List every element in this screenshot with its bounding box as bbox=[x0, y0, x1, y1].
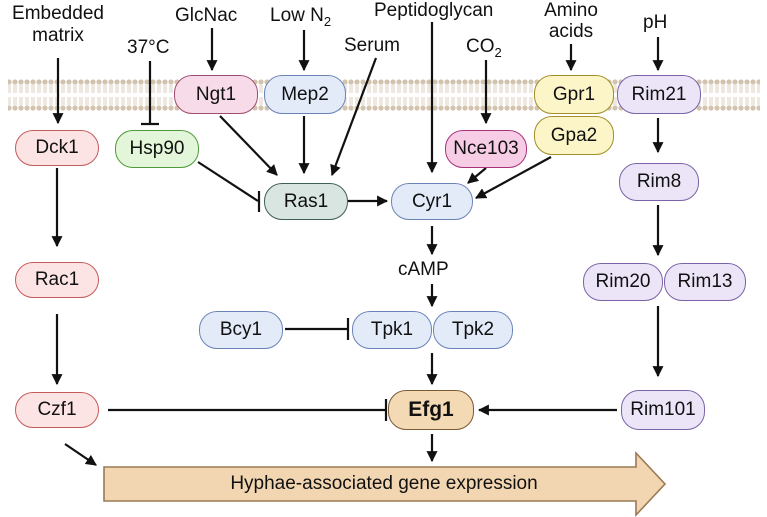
node-dck1: Dck1 bbox=[15, 130, 99, 166]
node-ngt1: Ngt1 bbox=[174, 75, 258, 114]
node-mep2: Mep2 bbox=[264, 75, 346, 114]
edge-czf1-output bbox=[64, 443, 97, 466]
stimulus-low-n2: Low N2 bbox=[270, 5, 331, 33]
node-hsp90-label: Hsp90 bbox=[129, 138, 185, 159]
stimulus-serum: Serum bbox=[344, 35, 400, 56]
node-tpk2: Tpk2 bbox=[433, 311, 513, 349]
node-gpa2-label: Gpa2 bbox=[550, 124, 598, 146]
node-dck1-label: Dck1 bbox=[35, 137, 79, 158]
node-rim8-label: Rim8 bbox=[636, 171, 682, 192]
stimulus-peptidoglycan: Peptidoglycan bbox=[374, 0, 494, 21]
node-mep2-label: Mep2 bbox=[281, 83, 329, 105]
co2-subscript: 2 bbox=[494, 44, 502, 60]
node-rim20-label: Rim20 bbox=[595, 271, 651, 292]
node-rim101-label: Rim101 bbox=[630, 399, 696, 420]
node-bcy1-label: Bcy1 bbox=[219, 319, 263, 340]
stimulus-amino-acids: Amino acids bbox=[544, 0, 598, 42]
output-banner-label: Hyphae-associated gene expression bbox=[230, 473, 538, 494]
node-tpk2-label: Tpk2 bbox=[451, 319, 495, 340]
edge-serum-ras1 bbox=[330, 57, 378, 177]
node-rac1-label: Rac1 bbox=[34, 269, 80, 290]
node-rim101: Rim101 bbox=[621, 390, 705, 430]
node-ras1: Ras1 bbox=[264, 183, 348, 220]
node-nce103: Nce103 bbox=[445, 130, 527, 168]
co2-text: CO bbox=[466, 36, 495, 57]
node-rim13: Rim13 bbox=[664, 263, 746, 301]
node-hsp90: Hsp90 bbox=[115, 130, 199, 168]
node-rim8: Rim8 bbox=[619, 163, 699, 201]
node-czf1-label: Czf1 bbox=[37, 399, 77, 420]
edge-ngt1-ras1 bbox=[219, 115, 278, 176]
edge-nce103-cyr1 bbox=[467, 167, 487, 184]
node-rim21-label: Rim21 bbox=[631, 83, 687, 105]
node-czf1: Czf1 bbox=[15, 392, 99, 428]
node-gpa2: Gpa2 bbox=[534, 116, 614, 155]
stimulus-37c: 37°C bbox=[127, 37, 170, 58]
low-n2-subscript: 2 bbox=[323, 13, 332, 29]
node-rim20: Rim20 bbox=[583, 263, 663, 301]
low-n2-text: Low N bbox=[270, 5, 324, 26]
label-camp: cAMP bbox=[398, 259, 449, 280]
node-ngt1-label: Ngt1 bbox=[195, 83, 237, 105]
node-gpr1: Gpr1 bbox=[534, 75, 614, 114]
node-efg1-label: Efg1 bbox=[408, 398, 454, 421]
node-ras1-label: Ras1 bbox=[283, 190, 329, 212]
node-rim21: Rim21 bbox=[617, 75, 701, 114]
node-tpk1-label: Tpk1 bbox=[370, 319, 414, 340]
stimulus-glcnac: GlcNac bbox=[175, 5, 238, 26]
node-rim13-label: Rim13 bbox=[677, 271, 733, 292]
edge-hsp90-ras1-inhibit bbox=[197, 161, 259, 202]
node-cyr1: Cyr1 bbox=[391, 183, 473, 220]
node-efg1: Efg1 bbox=[388, 390, 474, 430]
stimulus-embedded-matrix: Embedded matrix bbox=[12, 3, 104, 46]
node-rac1: Rac1 bbox=[15, 262, 99, 298]
stimulus-co2: CO2 bbox=[466, 36, 502, 64]
node-gpr1-label: Gpr1 bbox=[552, 83, 596, 105]
output-banner-arrow bbox=[103, 450, 667, 517]
node-bcy1: Bcy1 bbox=[199, 311, 283, 349]
node-tpk1: Tpk1 bbox=[352, 311, 432, 349]
edge-gpa2-cyr1 bbox=[475, 156, 552, 199]
node-nce103-label: Nce103 bbox=[453, 138, 519, 159]
stimulus-ph: pH bbox=[643, 12, 668, 33]
node-cyr1-label: Cyr1 bbox=[411, 190, 453, 212]
